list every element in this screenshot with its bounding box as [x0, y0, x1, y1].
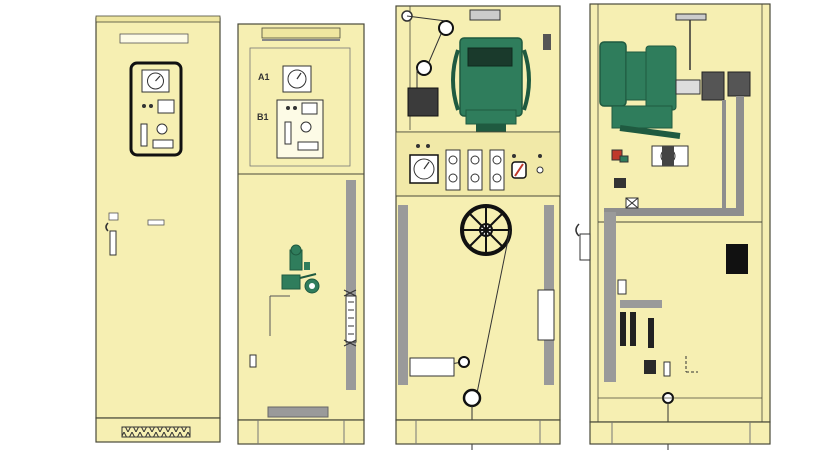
- door-handle-icon: [579, 233, 591, 261]
- indicator-lamp-icon: [142, 104, 146, 108]
- cabinet-2-top-trim: [261, 27, 341, 39]
- terminal-strip: [345, 295, 357, 343]
- circuit-breaker-side-unit: [599, 41, 681, 139]
- support-beam: [620, 300, 662, 308]
- cabinet-1-nameplate: [119, 33, 189, 44]
- indicator-lamp-icon: [536, 166, 544, 174]
- contact-arm: [675, 79, 701, 95]
- side-rail: [346, 180, 356, 390]
- busbar-conduit: [604, 96, 744, 216]
- counterweight-block: [407, 87, 439, 117]
- insulator-block: [701, 71, 725, 101]
- door-handle-icon: [109, 230, 117, 256]
- cabinet-closed-door: [95, 15, 221, 443]
- pulley-icon: [416, 60, 432, 76]
- selector-knob-icon: [300, 121, 312, 133]
- spring-housing: [409, 357, 455, 377]
- lever-bar: [604, 212, 616, 382]
- junction-panel: [726, 244, 748, 274]
- cabinet-3-base: [395, 419, 561, 445]
- small-handle: [249, 354, 257, 368]
- low-voltage-box: [644, 360, 656, 374]
- label-b1: B1: [257, 112, 269, 122]
- display-window: [157, 99, 175, 114]
- pulley-icon: [438, 20, 454, 36]
- pulley-icon: [462, 388, 482, 408]
- key-switch-slot: [140, 123, 148, 147]
- left-rail: [398, 205, 408, 385]
- ventilation-grille: [121, 426, 191, 438]
- selector-knob-icon: [156, 123, 168, 135]
- side-slot: [543, 34, 551, 50]
- operating-handwheel-icon: [460, 204, 512, 256]
- door-label-plate: [108, 212, 119, 221]
- motor-drive-unit: [451, 37, 531, 132]
- cabinet-open-panel: A1 B1: [237, 23, 365, 445]
- cabinet-2-base: [237, 419, 365, 445]
- cabinet-side-section: [575, 3, 771, 450]
- pulley-icon: [458, 356, 470, 368]
- earthing-switch-mechanism: [281, 244, 320, 294]
- door-label-plate: [147, 219, 165, 226]
- cabinet-1-top-trim: [95, 15, 221, 23]
- cabinet-mechanism-front: [395, 5, 561, 450]
- label-a1: A1: [258, 72, 270, 82]
- indicator-lamp-icon: [149, 104, 153, 108]
- top-clamp: [675, 13, 707, 21]
- insulator-block: [727, 71, 751, 97]
- top-bracket: [469, 9, 501, 21]
- bottom-rail: [267, 406, 329, 418]
- button-block: [152, 139, 174, 149]
- fuse-holders: [445, 149, 505, 191]
- cabinet-4-base: [589, 421, 771, 445]
- small-indicator: [611, 149, 623, 161]
